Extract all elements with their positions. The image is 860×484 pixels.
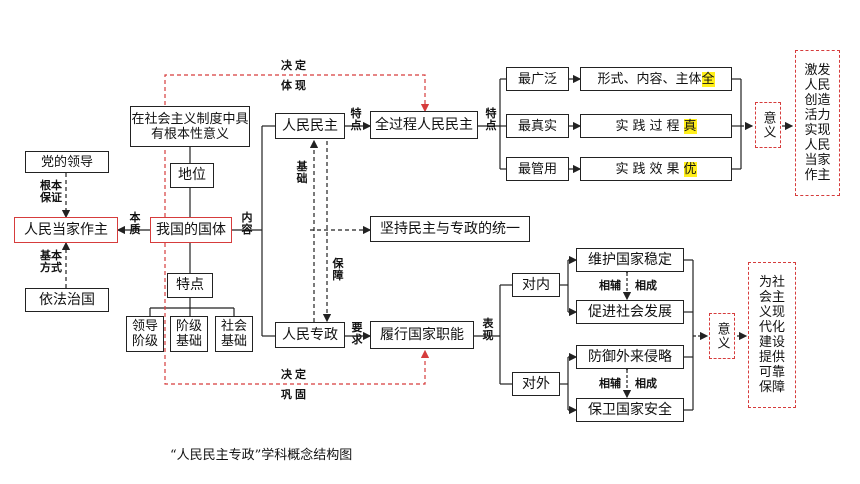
xingshi-text: 形式、内容、主体	[597, 71, 702, 87]
label-jueding-top: 决定	[281, 59, 309, 72]
fundamental-significance-box: 在社会主义制度中具 有根本性意义	[130, 106, 250, 147]
most-effective-box: 最管用	[506, 157, 569, 181]
label-yaoqiu: 要求	[351, 321, 363, 346]
promote-development-box: 促进社会发展	[576, 300, 684, 324]
duinei-text: 对内	[522, 276, 550, 293]
significance-box-2: 意义	[709, 313, 735, 359]
people-dictatorship-box: 人民专政	[275, 322, 345, 348]
label-xiangfu1: 相辅	[599, 279, 621, 292]
renmin-minzhu-text: 人民民主	[282, 117, 338, 134]
renmin-zhuanzheng-text: 人民专政	[282, 326, 338, 343]
safeguard-security-box: 保卫国家安全	[576, 398, 684, 422]
shijian-guocheng-text: 实践过程	[615, 118, 684, 134]
internal-box: 对内	[512, 273, 560, 297]
zuiguan-text: 最管用	[517, 161, 557, 177]
shehui-text: 社会基础	[220, 319, 247, 349]
whole-process-democracy-box: 全过程人民民主	[370, 111, 478, 139]
shijian-xiaoguo-highlight: 优	[683, 161, 697, 177]
shijian-xiaoguo-text: 实践效果	[615, 161, 684, 177]
diwei-text: 地位	[178, 167, 206, 183]
zuiguang-text: 最广泛	[517, 71, 557, 87]
state-system-box: 我国的国体	[150, 217, 232, 243]
zuizhen-text: 最真实	[517, 118, 557, 134]
xingshi-highlight: 全	[701, 71, 715, 87]
weihu-text: 维护国家稳定	[588, 251, 672, 268]
party-leadership-box: 党的领导	[25, 151, 109, 173]
diagram-caption: “人民民主专政”学科概念结构图	[170, 448, 353, 463]
provide-guarantee-box: 为社会主义现代化建设提供可靠保障	[748, 262, 796, 408]
label-xiangcheng1: 相成	[635, 279, 657, 292]
people-democracy-box: 人民民主	[275, 113, 345, 139]
label-xiangcheng2: 相成	[635, 377, 657, 390]
broadest-box: 最广泛	[506, 67, 569, 91]
tedian-text: 特点	[176, 277, 204, 293]
rule-of-law-box: 依法治国	[25, 288, 109, 312]
inspire-vitality-box: 激发人民创造活力实现人民当家作主	[795, 50, 840, 196]
baowei-text: 保卫国家安全	[588, 401, 672, 418]
label-jichu: 基础	[296, 160, 308, 185]
fangyu-text: 防御外来侵略	[588, 348, 672, 365]
lingdao-text: 领导阶级	[131, 319, 158, 349]
quanguocheng-text: 全过程人民民主	[375, 116, 473, 133]
people-masters-box: 人民当家作主	[14, 217, 118, 243]
duiwai-text: 对外	[522, 375, 550, 392]
label-biaoxian: 表现	[482, 317, 494, 342]
label-baozhang: 保障	[332, 257, 344, 282]
most-genuine-box: 最真实	[506, 114, 569, 138]
label-neirong: 内容	[241, 211, 253, 236]
label-genben-baozheng: 根本保证	[40, 179, 62, 204]
lvxing-text: 履行国家职能	[380, 326, 464, 343]
yiyi2-text: 意义	[714, 322, 730, 350]
defend-invasion-box: 防御外来侵略	[576, 345, 684, 369]
label-jiben-fangshi: 基本方式	[40, 249, 62, 274]
cujin-text: 促进社会发展	[588, 303, 672, 320]
jifa-text: 激发人民创造活力实现人民当家作主	[804, 63, 831, 183]
external-box: 对外	[512, 372, 560, 396]
label-xiangfu2: 相辅	[599, 377, 621, 390]
label-tedian2: 特点	[485, 107, 497, 132]
features-box: 特点	[167, 273, 213, 298]
shijian-guocheng-highlight: 真	[683, 118, 697, 134]
dang-text: 党的领导	[40, 154, 93, 170]
practice-process-box: 实践过程真	[580, 114, 732, 138]
label-benzhi: 本质	[129, 211, 141, 236]
practice-effect-box: 实践效果优	[580, 157, 732, 181]
jianchi-text: 坚持民主与专政的统一	[380, 220, 520, 237]
guoti-text: 我国的国体	[156, 221, 226, 238]
jieji-text: 阶级基础	[175, 319, 202, 349]
label-tedian1: 特点	[350, 107, 362, 132]
unity-box: 坚持民主与专政的统一	[370, 216, 530, 242]
maintain-stability-box: 维护国家稳定	[576, 248, 684, 272]
state-functions-box: 履行国家职能	[370, 321, 474, 349]
social-base-box: 社会基础	[215, 316, 253, 352]
renmin-dangjia-text: 人民当家作主	[24, 221, 108, 238]
class-base-box: 阶级基础	[170, 316, 208, 352]
label-jueding-bottom: 决定	[281, 368, 309, 381]
weishehui-text: 为社会主义现代化建设提供可靠保障	[758, 275, 785, 395]
leading-class-box: 领导阶级	[126, 316, 164, 352]
shehui-zhidu-text: 在社会主义制度中具 有根本性意义	[131, 111, 249, 142]
label-gonggu: 巩固	[281, 388, 309, 401]
label-tixian: 体现	[281, 79, 309, 92]
status-box: 地位	[170, 163, 214, 188]
yiyi1-text: 意义	[760, 111, 776, 139]
significance-box-1: 意义	[755, 102, 781, 148]
yifa-text: 依法治国	[39, 291, 95, 308]
form-content-subject-box: 形式、内容、主体全	[580, 67, 732, 91]
